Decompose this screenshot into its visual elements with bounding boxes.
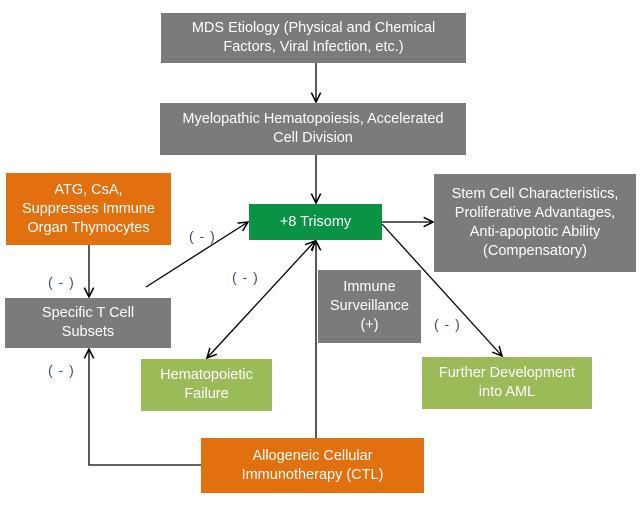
edge-allogeneic-to-tcell (89, 349, 201, 466)
label-allo-tcell-inhibit: ( - ) (48, 362, 75, 378)
edge-trisomy-hematopoietic-failure (207, 241, 315, 358)
node-atg-csa: ATG, CsA, Suppresses Immune Organ Thymoc… (6, 173, 171, 245)
node-hematopoietic-failure: Hematopoietic Failure (141, 359, 272, 411)
node-stem-cell-characteristics: Stem Cell Characteristics, Proliferative… (434, 174, 636, 272)
node-myelopathic-hematopoiesis: Myelopathic Hematopoiesis, Accelerated C… (160, 103, 466, 155)
node-allogeneic-immunotherapy: Allogeneic Cellular Immunotherapy (CTL) (201, 438, 424, 493)
label-atg-tcell-inhibit: ( - ) (48, 274, 75, 290)
label-tcell-trisomy-inhibit: ( - ) (189, 228, 216, 244)
node-further-development-aml: Further Development into AML (422, 357, 592, 409)
node-mds-etiology: MDS Etiology (Physical and Chemical Fact… (161, 13, 466, 63)
node-trisomy-8: +8 Trisomy (249, 204, 382, 240)
label-trisomy-aml-inhibit: ( - ) (434, 316, 461, 332)
edge-trisomy-to-aml (381, 223, 502, 356)
label-trisomy-failure-inhibit: ( - ) (232, 269, 259, 285)
edge-tcell-to-trisomy (145, 222, 248, 288)
node-immune-surveillance: Immune Surveillance (+) (318, 270, 421, 343)
node-specific-t-cell-subsets: Specific T Cell Subsets (5, 298, 171, 348)
